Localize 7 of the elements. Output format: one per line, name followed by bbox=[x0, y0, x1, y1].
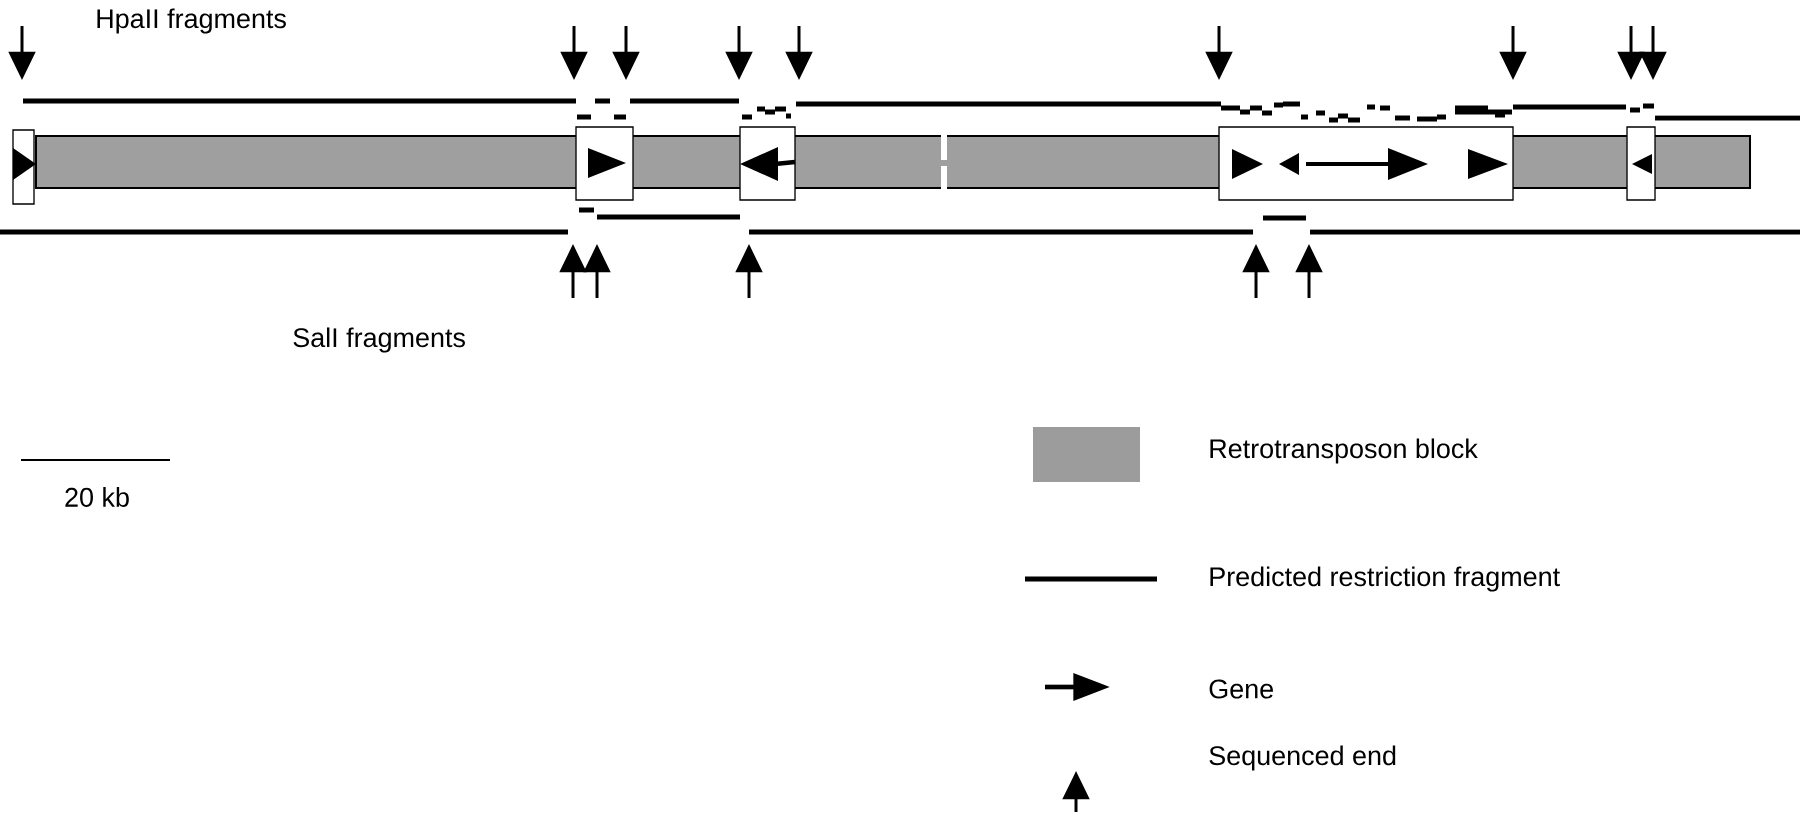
label: 20 kb bbox=[65, 487, 129, 507]
legend-label: Predicted restriction fragment bbox=[1210, 566, 1560, 592]
legend-label: Gene bbox=[1209, 679, 1273, 699]
label: SalI fragments bbox=[293, 327, 465, 353]
label: HpaII fragments bbox=[97, 8, 286, 34]
legend-label: Retrotransposon block bbox=[1210, 438, 1478, 464]
legend-label: Sequenced end bbox=[1209, 745, 1396, 771]
